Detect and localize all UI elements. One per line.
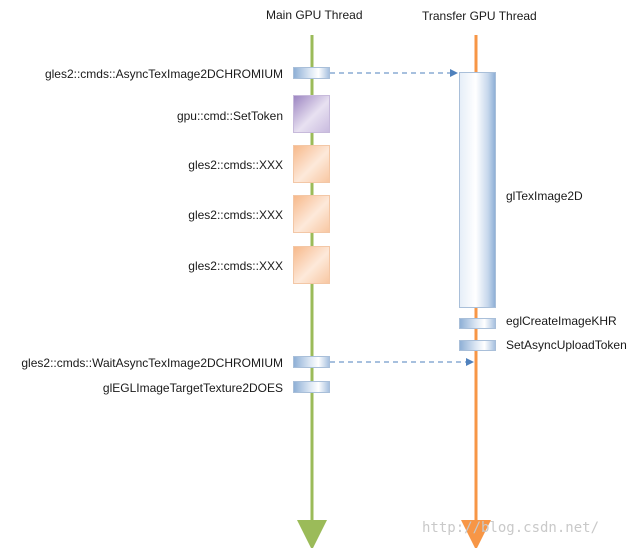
call-label-wait-async: gles2::cmds::WaitAsyncTexImage2DCHROMIUM (21, 356, 283, 370)
call-label-xxx-1: gles2::cmds::XXX (188, 158, 283, 172)
call-label-teximage2d: glTexImage2D (506, 189, 583, 203)
main-thread-title: Main GPU Thread (266, 8, 363, 22)
call-label-xxx-3: gles2::cmds::XXX (188, 259, 283, 273)
call-label-egl-target: glEGLImageTargetTexture2DOES (102, 381, 283, 395)
async-teximage-box (293, 67, 330, 79)
call-label-set-upload-token: SetAsyncUploadToken (506, 338, 627, 352)
settoken-box (293, 95, 330, 133)
teximage2d-box (459, 72, 496, 308)
call-label-async-teximage: gles2::cmds::AsyncTexImage2DCHROMIUM (44, 67, 283, 81)
call-label-settoken: gpu::cmd::SetToken (176, 109, 283, 123)
egl-create-image-box (459, 318, 496, 329)
xxx-box-1 (293, 145, 330, 183)
set-upload-token-box (459, 340, 496, 351)
transfer-thread-title: Transfer GPU Thread (422, 9, 537, 23)
watermark: http://blog.csdn.net/ (422, 520, 600, 536)
egl-target-box (293, 381, 330, 393)
call-label-xxx-2: gles2::cmds::XXX (188, 208, 283, 222)
xxx-box-3 (293, 246, 330, 284)
wait-async-box (293, 356, 330, 368)
xxx-box-2 (293, 195, 330, 233)
call-label-egl-create-image: eglCreateImageKHR (506, 314, 617, 328)
